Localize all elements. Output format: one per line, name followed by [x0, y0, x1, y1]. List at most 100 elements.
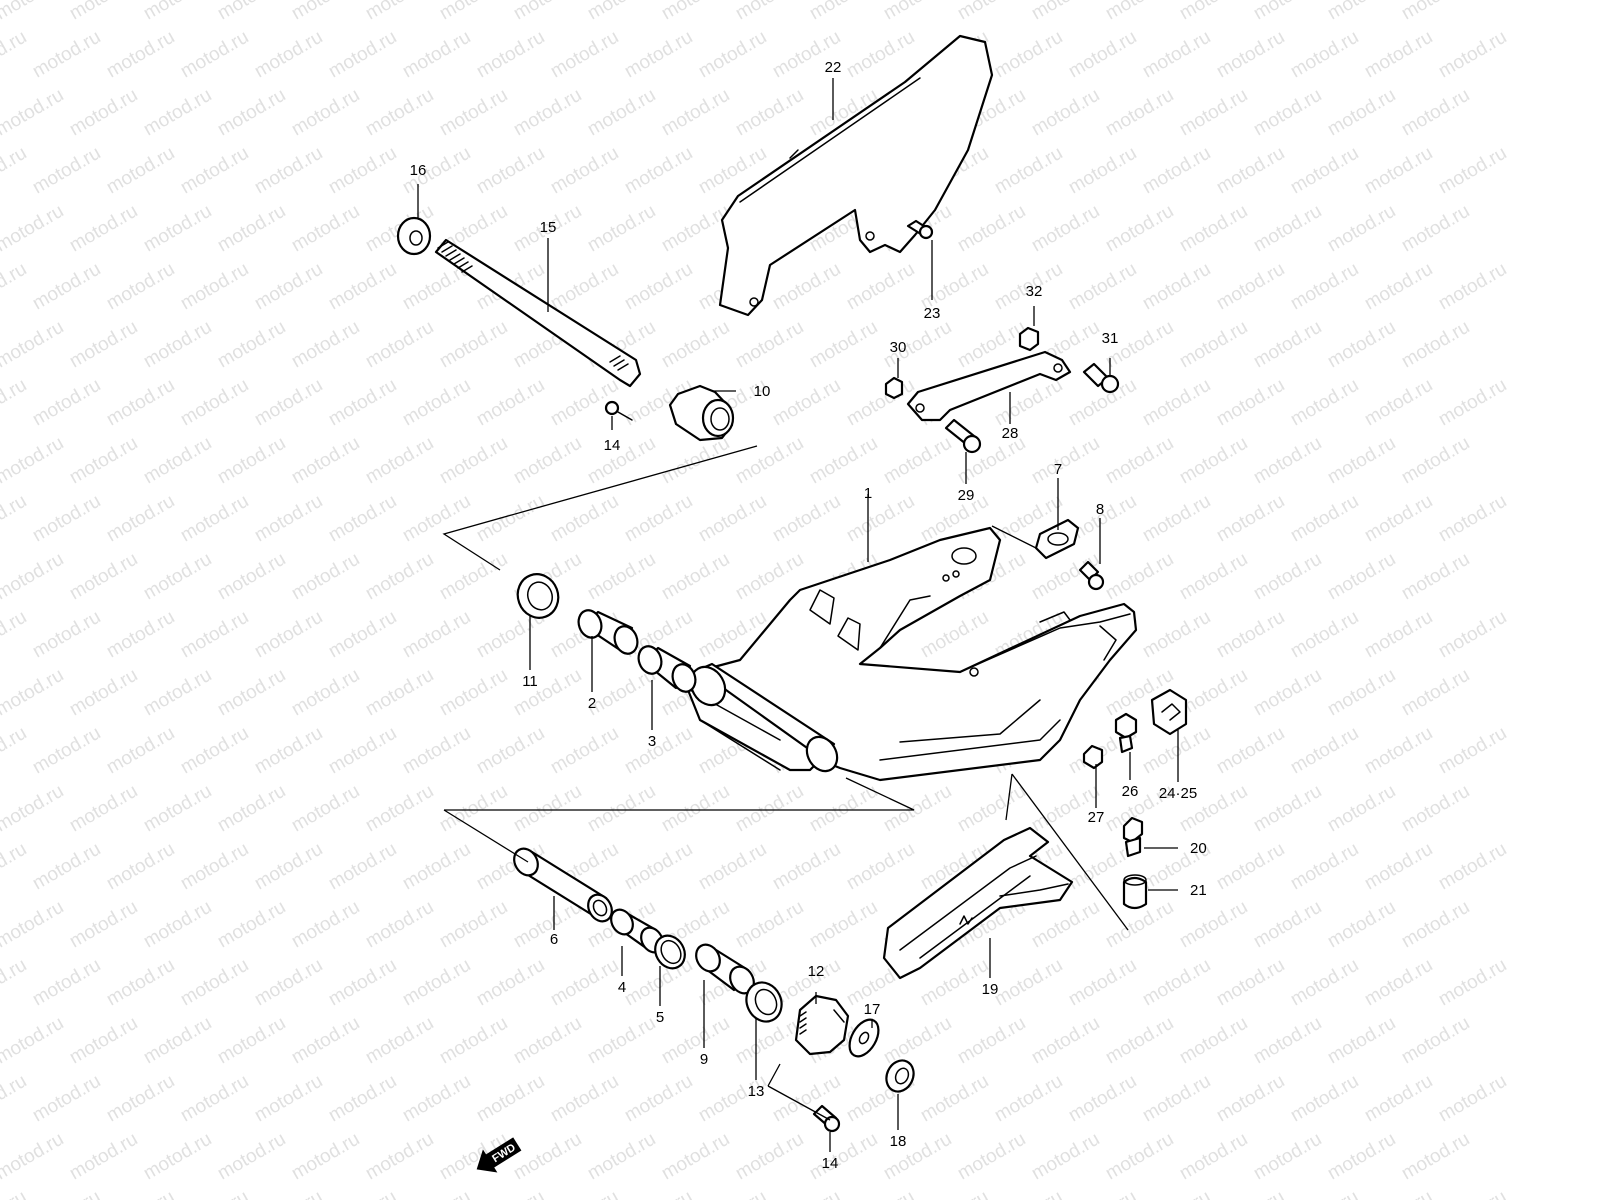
bolt-part-20: [1122, 816, 1144, 858]
callout-30: 30: [890, 339, 907, 356]
watermark-text: motod.ru: [1065, 143, 1140, 199]
watermark-text: motod.ru: [399, 839, 474, 895]
watermark-text: motod.ru: [1028, 1129, 1103, 1185]
watermark-text: motod.ru: [362, 665, 437, 721]
watermark-text: motod.ru: [1213, 143, 1288, 199]
watermark-text: motod.ru: [954, 1013, 1029, 1069]
watermark-text: motod.ru: [214, 1129, 289, 1185]
callout-10: 10: [754, 383, 771, 400]
watermark-text: motod.ru: [325, 955, 400, 1011]
watermark-text: motod.ru: [954, 781, 1029, 837]
watermark-text: motod.ru: [29, 607, 104, 663]
watermark-text: motod.ru: [177, 491, 252, 547]
watermark-text: motod.ru: [1398, 201, 1473, 257]
watermark-text: motod.ru: [251, 1187, 326, 1200]
bracket-part-7: [1034, 518, 1080, 560]
watermark-text: motod.ru: [140, 781, 215, 837]
watermark-text: motod.ru: [1361, 27, 1436, 83]
watermark-text: motod.ru: [547, 491, 622, 547]
callout-6: 6: [550, 931, 558, 948]
watermark-text: motod.ru: [510, 897, 585, 953]
watermark-text: motod.ru: [103, 955, 178, 1011]
watermark-text: motod.ru: [1176, 85, 1251, 141]
watermark-text: motod.ru: [1213, 839, 1288, 895]
watermark-text: motod.ru: [140, 897, 215, 953]
watermark-text: motod.ru: [1250, 1129, 1325, 1185]
watermark-text: motod.ru: [362, 549, 437, 605]
callout-9: 9: [700, 1051, 708, 1068]
watermark-text: motod.ru: [29, 375, 104, 431]
watermark-text: motod.ru: [473, 723, 548, 779]
pivot-tube: [689, 662, 839, 773]
callout-29: 29: [958, 487, 975, 504]
torque-arm-part-28: [906, 350, 1072, 422]
watermark-text: motod.ru: [1324, 1013, 1399, 1069]
watermark-text: motod.ru: [547, 1187, 622, 1200]
watermark-text: motod.ru: [0, 317, 67, 373]
watermark-text: motod.ru: [806, 0, 881, 24]
watermark-text: motod.ru: [399, 955, 474, 1011]
callout-17: 17: [864, 1001, 881, 1018]
watermark-text: motod.ru: [0, 85, 67, 141]
watermark-text: motod.ru: [103, 839, 178, 895]
watermark-text: motod.ru: [1398, 85, 1473, 141]
watermark-text: motod.ru: [1213, 723, 1288, 779]
watermark-text: motod.ru: [1398, 0, 1473, 24]
watermark-text: motod.ru: [1324, 665, 1399, 721]
watermark-text: motod.ru: [399, 1071, 474, 1127]
watermark-text: motod.ru: [103, 491, 178, 547]
watermark-text: motod.ru: [177, 143, 252, 199]
watermark-text: motod.ru: [769, 491, 844, 547]
watermark-text: motod.ru: [1102, 201, 1177, 257]
bolt-part-8: [1078, 560, 1105, 591]
watermark-text: motod.ru: [806, 433, 881, 489]
watermark-text: motod.ru: [584, 0, 659, 24]
watermark-text: motod.ru: [621, 839, 696, 895]
watermark-text: motod.ru: [29, 1071, 104, 1127]
watermark-text: motod.ru: [1213, 375, 1288, 431]
watermark-text: motod.ru: [1139, 1187, 1214, 1200]
watermark-text: motod.ru: [1287, 143, 1362, 199]
watermark-text: motod.ru: [436, 549, 511, 605]
watermark-text: motod.ru: [214, 85, 289, 141]
watermark-text: motod.ru: [1398, 433, 1473, 489]
watermark-text: motod.ru: [29, 491, 104, 547]
watermark-text: motod.ru: [806, 897, 881, 953]
watermark-text: motod.ru: [880, 1013, 955, 1069]
watermark-text: motod.ru: [0, 897, 67, 953]
callout-23: 23: [924, 305, 941, 322]
watermark-text: motod.ru: [325, 1071, 400, 1127]
watermark-text: motod.ru: [1213, 607, 1288, 663]
watermark-text: motod.ru: [0, 259, 30, 315]
watermark-text: motod.ru: [66, 897, 141, 953]
watermark-text: motod.ru: [1028, 85, 1103, 141]
watermark-text: motod.ru: [1028, 0, 1103, 24]
callout-20: 20: [1190, 840, 1207, 857]
watermark-text: motod.ru: [399, 375, 474, 431]
watermark-text: motod.ru: [1324, 897, 1399, 953]
watermark-text: motod.ru: [843, 1187, 918, 1200]
watermark-text: motod.ru: [584, 1013, 659, 1069]
watermark-text: motod.ru: [288, 433, 363, 489]
watermark-text: motod.ru: [584, 85, 659, 141]
watermark-text: motod.ru: [1361, 839, 1436, 895]
watermark-text: motod.ru: [0, 1013, 67, 1069]
watermark-text: motod.ru: [1287, 375, 1362, 431]
watermark-text: motod.ru: [436, 433, 511, 489]
watermark-text: motod.ru: [1102, 549, 1177, 605]
watermark-text: motod.ru: [140, 317, 215, 373]
watermark-text: motod.ru: [1213, 955, 1288, 1011]
seal-part-11: [516, 573, 560, 619]
watermark-text: motod.ru: [1324, 1129, 1399, 1185]
watermark-text: motod.ru: [547, 27, 622, 83]
watermark-text: motod.ru: [214, 549, 289, 605]
callout-5: 5: [656, 1009, 664, 1026]
watermark-text: motod.ru: [251, 839, 326, 895]
watermark-text: motod.ru: [1213, 491, 1288, 547]
watermark-text: motod.ru: [29, 839, 104, 895]
watermark-text: motod.ru: [658, 1129, 733, 1185]
watermark-text: motod.ru: [0, 143, 30, 199]
watermark-text: motod.ru: [1250, 781, 1325, 837]
bolt-part-14-bottom: [812, 1104, 841, 1133]
watermark-text: motod.ru: [214, 1013, 289, 1069]
